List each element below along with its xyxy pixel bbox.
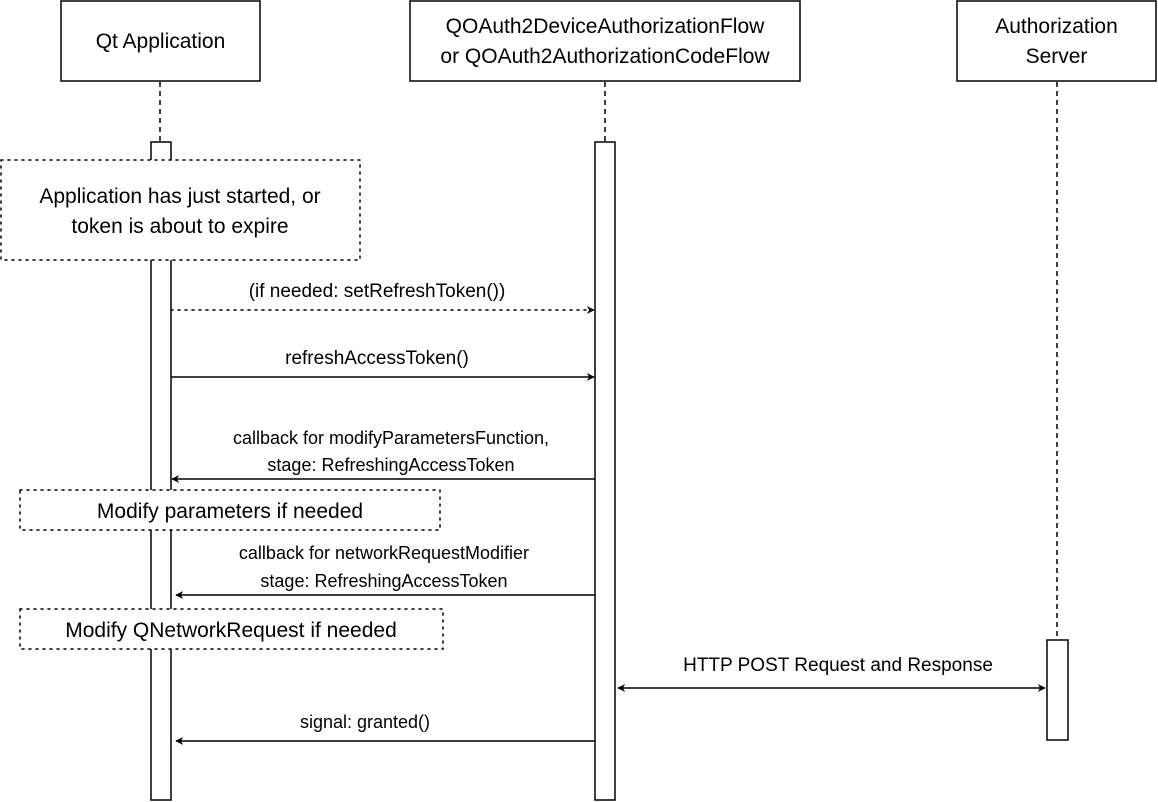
- message-signal-granted: signal: granted(): [175, 712, 595, 745]
- message-callback-network-request-modifier-line2: stage: RefreshingAccessToken: [260, 571, 507, 591]
- note-application-started: Application has just started, or token i…: [0, 159, 361, 261]
- note-modify-parameters-label: Modify parameters if needed: [97, 500, 363, 523]
- activation-server: [1046, 639, 1069, 741]
- note-modify-parameters: Modify parameters if needed: [19, 489, 441, 531]
- note-modify-network-request: Modify QNetworkRequest if needed: [19, 608, 444, 650]
- message-http-post: HTTP POST Request and Response: [617, 655, 1046, 692]
- message-callback-modify-parameters-line2: stage: RefreshingAccessToken: [267, 455, 514, 475]
- message-refresh-access-token: refreshAccessToken(): [171, 348, 595, 381]
- note-application-started-line1: Application has just started, or: [39, 185, 320, 208]
- actor-qt-application-label: Qt Application: [96, 30, 226, 53]
- message-callback-modify-parameters-line1: callback for modifyParametersFunction,: [233, 428, 549, 448]
- activation-flow: [594, 141, 616, 801]
- message-http-post-label: HTTP POST Request and Response: [683, 655, 993, 676]
- message-set-refresh-token-label: (if needed: setRefreshToken()): [249, 281, 506, 302]
- actor-oauth-flow: QOAuth2DeviceAuthorizationFlow or QOAuth…: [409, 0, 801, 82]
- message-signal-granted-label: signal: granted(): [300, 712, 430, 732]
- message-set-refresh-token: (if needed: setRefreshToken()): [170, 281, 595, 314]
- actor-authorization-server: Authorization Server: [956, 0, 1157, 82]
- actor-oauth-flow-line1: QOAuth2DeviceAuthorizationFlow: [446, 15, 765, 38]
- actor-qt-application: Qt Application: [60, 0, 261, 82]
- note-modify-network-request-label: Modify QNetworkRequest if needed: [65, 619, 397, 642]
- actor-authorization-server-line2: Server: [1026, 45, 1088, 68]
- message-refresh-access-token-label: refreshAccessToken(): [285, 348, 469, 369]
- message-callback-modify-parameters: callback for modifyParametersFunction, s…: [171, 428, 595, 483]
- note-application-started-line2: token is about to expire: [71, 215, 288, 238]
- actor-authorization-server-line1: Authorization: [995, 15, 1118, 38]
- message-callback-network-request-modifier-line1: callback for networkRequestModifier: [239, 543, 529, 563]
- actor-oauth-flow-line2: or QOAuth2AuthorizationCodeFlow: [440, 45, 770, 68]
- message-callback-network-request-modifier: callback for networkRequestModifier stag…: [175, 543, 595, 599]
